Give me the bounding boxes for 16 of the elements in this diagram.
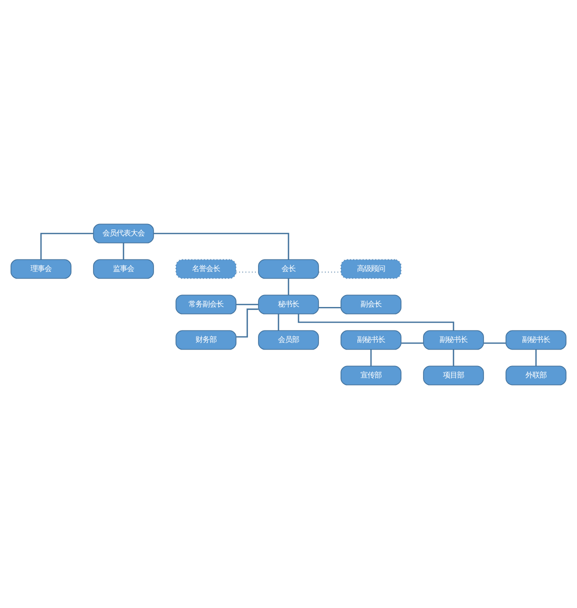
connector bbox=[154, 232, 290, 259]
connector bbox=[122, 242, 124, 259]
connector bbox=[236, 303, 258, 305]
connector bbox=[452, 349, 454, 366]
connector bbox=[318, 270, 341, 272]
connector bbox=[535, 349, 537, 366]
connector bbox=[370, 349, 372, 366]
connector bbox=[484, 342, 506, 344]
connector bbox=[236, 308, 258, 338]
connector bbox=[318, 306, 341, 308]
connector bbox=[288, 278, 290, 294]
connector bbox=[401, 342, 424, 344]
connector bbox=[236, 270, 258, 272]
connector bbox=[278, 314, 280, 330]
connector bbox=[298, 314, 454, 330]
connector bbox=[40, 232, 94, 259]
